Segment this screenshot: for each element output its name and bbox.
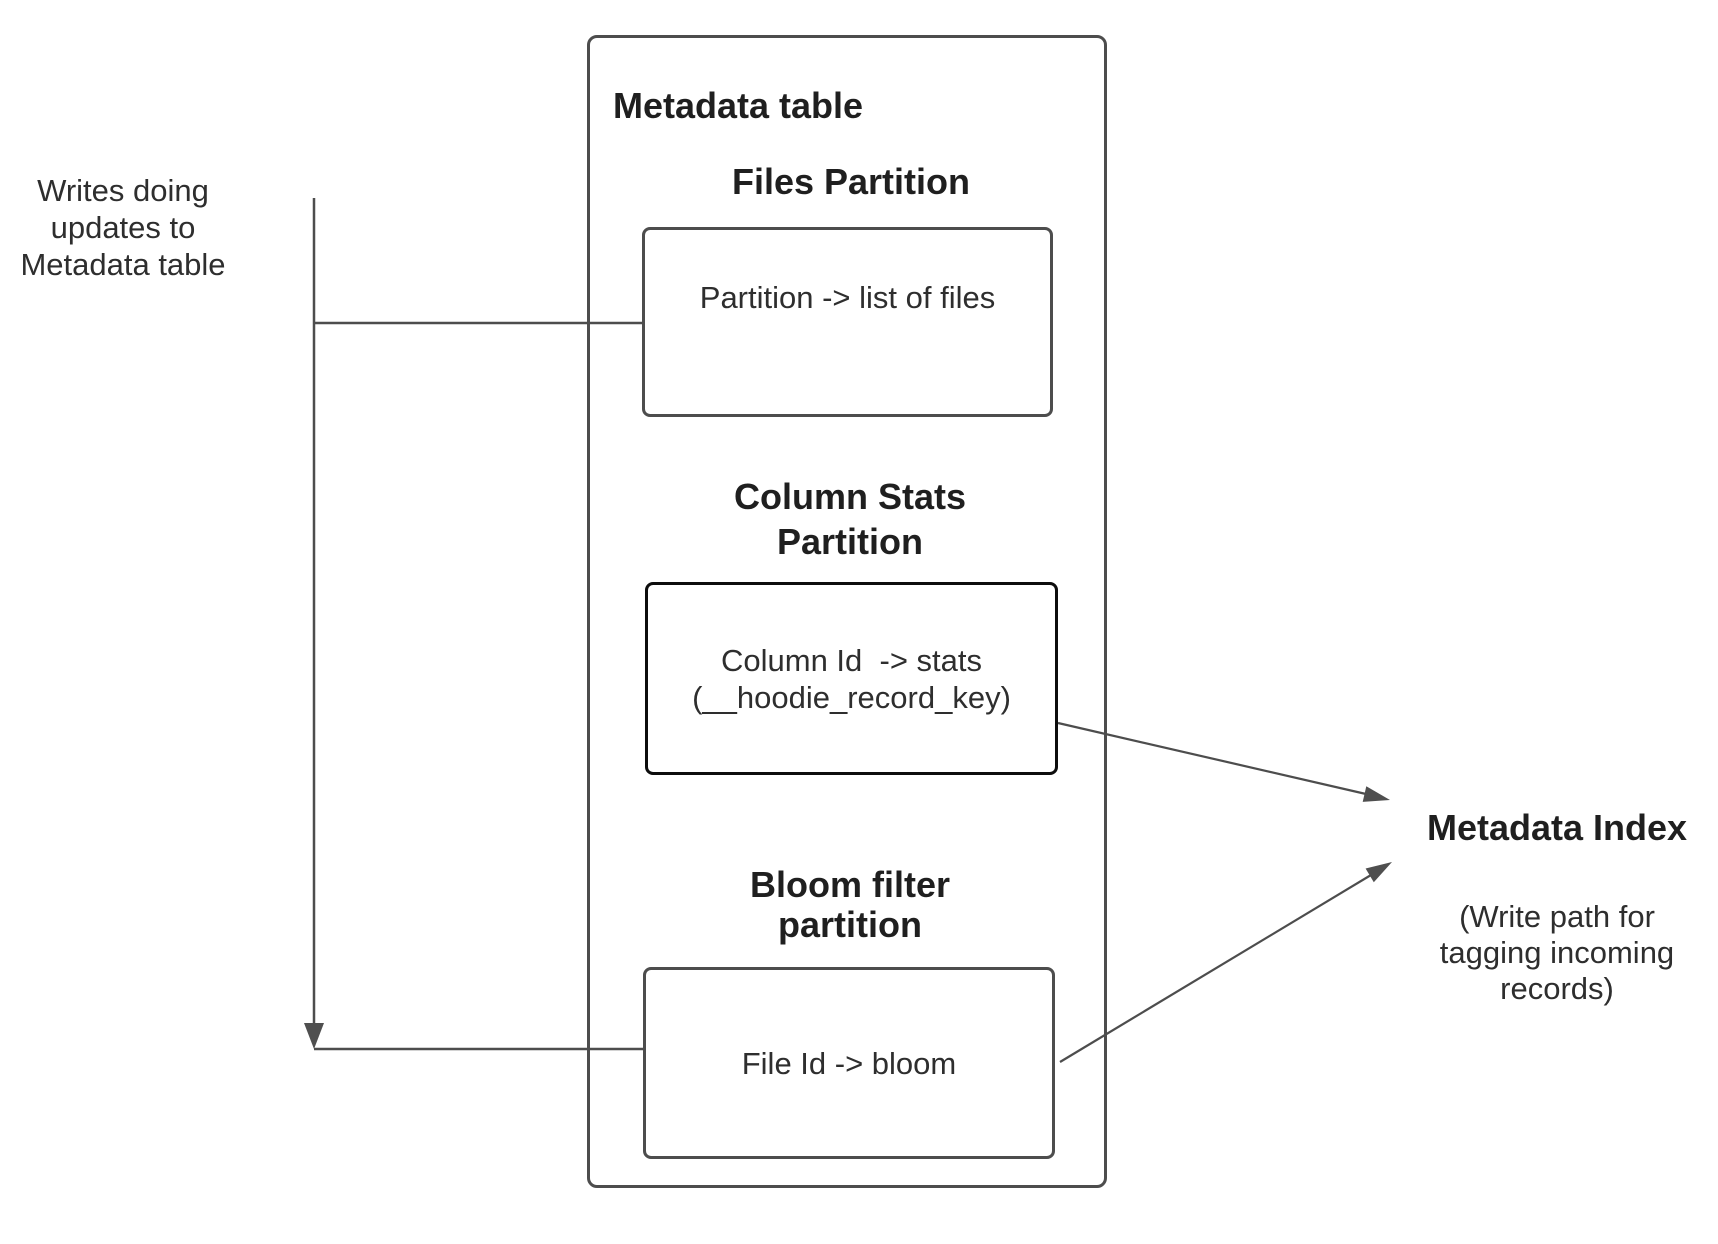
files-partition-box: Partition -> list of files — [642, 227, 1053, 417]
metadata-index-subtitle: (Write path for tagging incoming records… — [1439, 899, 1675, 1006]
metadata-index-title: Metadata Index — [1426, 807, 1688, 848]
column-stats-partition-box: Column Id -> stats (__hoodie_record_key) — [645, 582, 1058, 775]
metadata-table-container — [587, 35, 1107, 1188]
bloom-to-index-arrowhead-icon — [1365, 862, 1392, 883]
bloom-filter-box-label: File Id -> bloom — [741, 1045, 957, 1081]
column-stats-to-index-arrow-line — [1057, 721, 1367, 796]
files-partition-box-label: Partition -> list of files — [699, 280, 996, 315]
down-arrowhead-icon — [304, 1023, 324, 1049]
writes-note: Writes doing updates to Metadata table — [20, 173, 226, 282]
bloom-to-index-arrow-line — [1059, 874, 1372, 1063]
bloom-filter-partition-heading: Bloom filter partition — [749, 864, 950, 945]
files-partition-heading: Files Partition — [731, 161, 971, 202]
column-stats-to-index-arrowhead-icon — [1362, 786, 1390, 802]
metadata-table-title: Metadata table — [613, 85, 864, 126]
column-stats-box-label: Column Id -> stats (__hoodie_record_key) — [692, 642, 1011, 715]
bloom-filter-partition-box: File Id -> bloom — [643, 967, 1055, 1159]
column-stats-partition-heading: Column Stats Partition — [733, 476, 966, 562]
